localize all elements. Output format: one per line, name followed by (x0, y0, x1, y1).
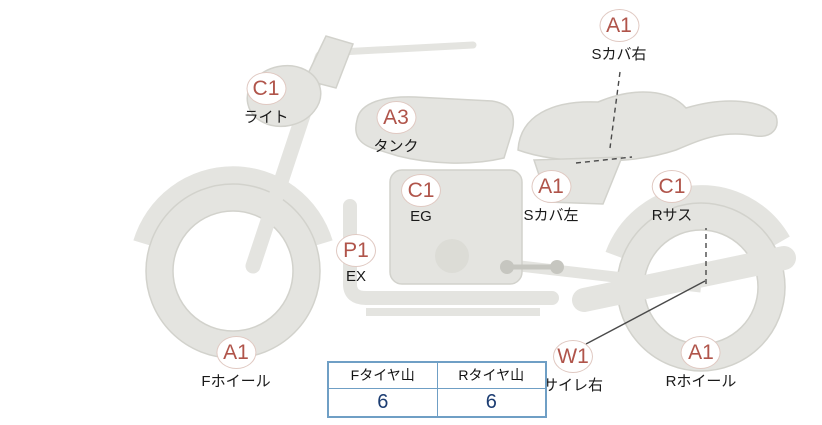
marker-exhaust: P1 EX (336, 234, 376, 285)
marker-silencer-right: W1 サイレ右 (543, 340, 603, 395)
front-fender-shape (133, 166, 333, 246)
grade-badge-rear-suspension: C1 (651, 170, 692, 203)
marker-tank: A3 タンク (373, 101, 419, 156)
part-label-side-cover-left: Sカバ左 (523, 207, 579, 224)
part-label-side-cover-right: Sカバ右 (591, 46, 647, 63)
grade-badge-tank: A3 (375, 101, 416, 134)
annotation-lines (575, 71, 707, 345)
part-label-front-wheel: Fホイール (201, 373, 271, 390)
grade-badge-side-cover-right: A1 (598, 9, 639, 42)
marker-headlight: C1 ライト (243, 72, 289, 127)
rear-tire-tread-value: 6 (436, 387, 547, 418)
grade-badge-silencer-right: W1 (552, 340, 593, 373)
marker-front-wheel: A1 Fホイール (201, 336, 271, 391)
marker-side-cover-left: A1 Sカバ左 (523, 170, 579, 225)
marker-rear-wheel: A1 Rホイール (665, 336, 737, 391)
grade-badge-front-wheel: A1 (215, 336, 256, 369)
front-tire-tread-value: 6 (327, 387, 438, 418)
part-label-rear-wheel: Rホイール (665, 373, 737, 390)
silencer-shape (572, 246, 796, 312)
tire-table-header-rear: Rタイヤ山 (436, 361, 547, 389)
part-label-exhaust: EX (345, 268, 366, 285)
part-label-headlight: ライト (243, 109, 289, 126)
marker-side-cover-right: A1 Sカバ右 (591, 9, 647, 64)
part-label-engine: EG (410, 208, 432, 225)
part-label-rear-suspension: Rサス (651, 207, 693, 224)
tire-table-header-front: Fタイヤ山 (327, 361, 438, 389)
handlebar-shape (336, 41, 477, 56)
part-label-tank: タンク (373, 138, 419, 155)
rear-fender-shape (605, 185, 790, 259)
marker-rear-suspension: C1 Rサス (651, 170, 693, 225)
tire-tread-table: Fタイヤ山 Rタイヤ山 6 6 (327, 361, 547, 418)
tire-table-value-row: 6 6 (327, 387, 547, 418)
seat-shape (517, 91, 778, 162)
grade-badge-headlight: C1 (245, 72, 286, 105)
grade-badge-engine: C1 (401, 174, 441, 207)
grade-badge-side-cover-left: A1 (530, 170, 571, 203)
part-label-silencer-right: サイレ右 (542, 377, 604, 394)
exhaust-pipe-shape (343, 199, 559, 305)
tire-table-header-row: Fタイヤ山 Rタイヤ山 (327, 361, 547, 389)
side-cover-right-pointer-line (609, 71, 621, 149)
grade-badge-rear-wheel: A1 (681, 336, 721, 369)
grade-badge-exhaust: P1 (336, 234, 376, 267)
marker-engine: C1 EG (401, 174, 441, 225)
silencer-right-pointer-line (585, 280, 706, 345)
